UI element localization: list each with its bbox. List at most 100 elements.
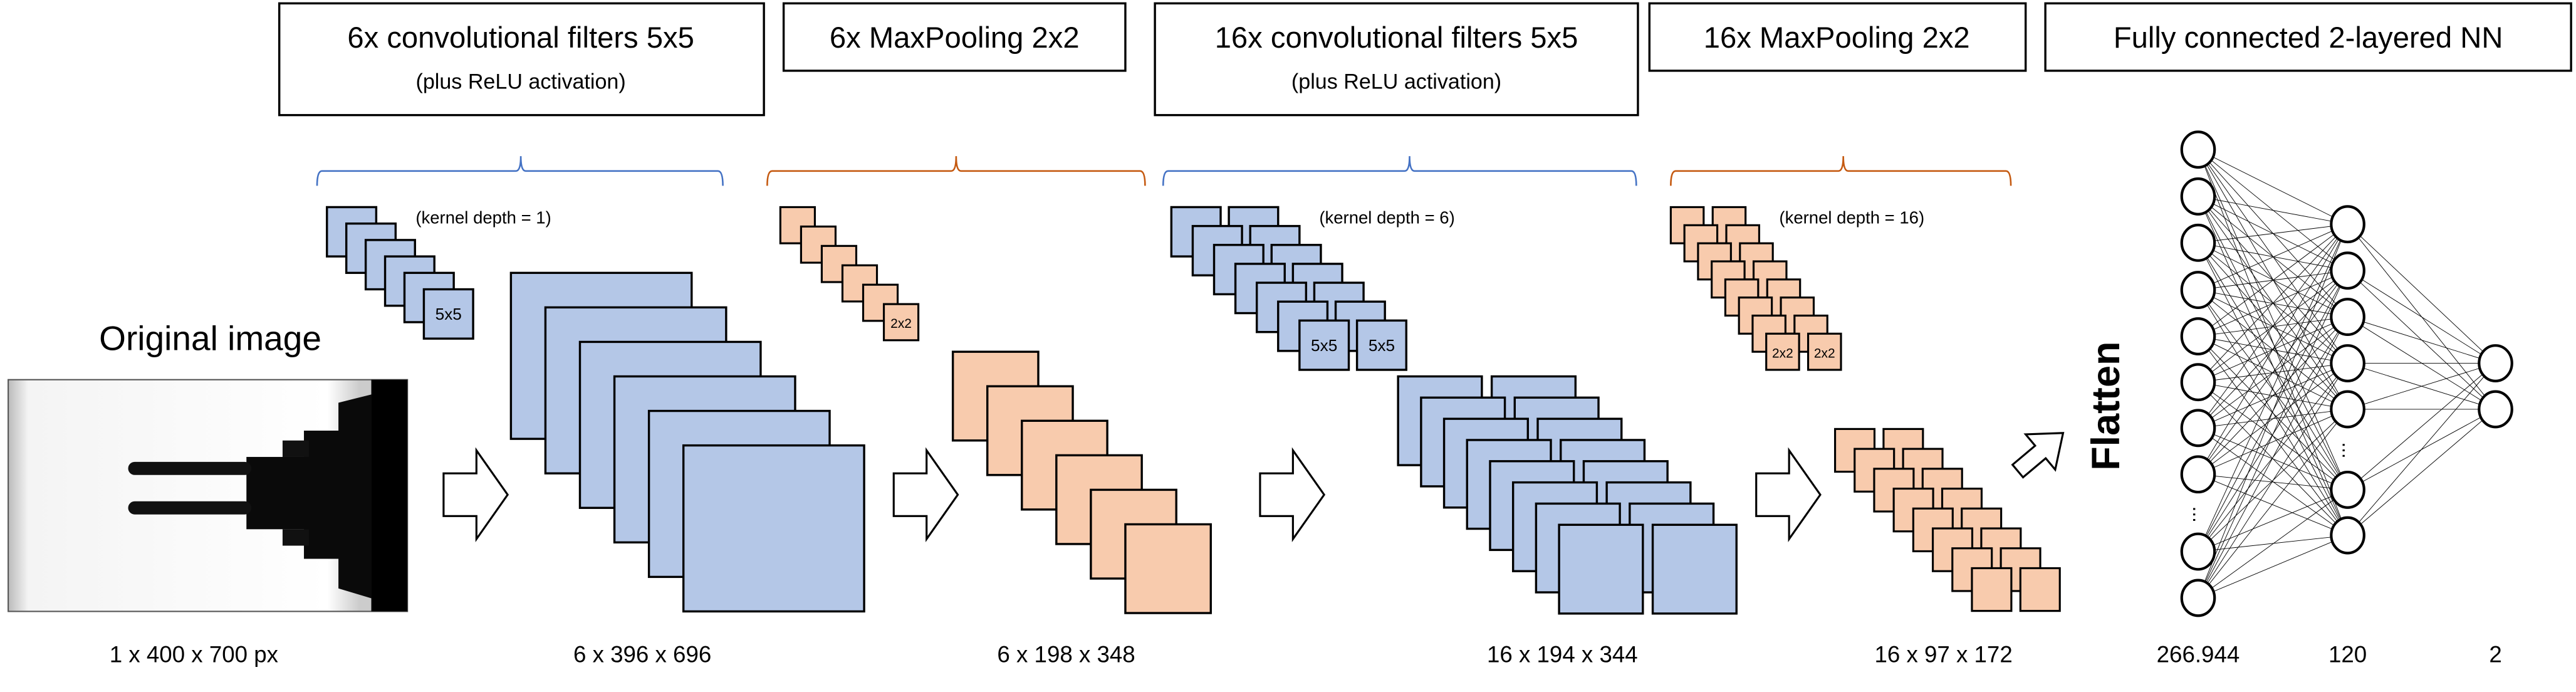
nn-hidden-neuron: [2330, 205, 2365, 244]
pool2-feature-map: [2019, 567, 2061, 612]
nn-input-neuron: [2180, 130, 2216, 169]
header-pool2: 16x MaxPooling 2x2: [1648, 2, 2027, 72]
brace-conv1: [316, 156, 724, 186]
arrow-right-icon: [892, 447, 959, 543]
nn-input-neuron: [2180, 317, 2216, 355]
nn-connection: [2198, 363, 2348, 599]
nn-hidden-neuron: [2330, 298, 2365, 337]
arrow-right-icon: [1755, 447, 1822, 543]
nn-connection: [2198, 243, 2348, 490]
pool1-feature-maps: [951, 350, 1212, 614]
input-dims: 1 x 400 x 700 px: [110, 642, 278, 668]
nn-connection: [2198, 224, 2348, 552]
conv1-kernels: 5x5: [326, 206, 474, 340]
nn-connection: [2198, 317, 2348, 475]
arrow-right-icon: [1259, 447, 1326, 543]
conv2-feature-maps: [1397, 375, 1738, 615]
nn-input-neuron: [2180, 455, 2216, 494]
conv1-dims: 6 x 396 x 696: [573, 642, 711, 668]
header-pool2-title: 16x MaxPooling 2x2: [1704, 21, 1970, 55]
nn-hidden-neuron: [2330, 251, 2365, 290]
nn-connection: [2198, 224, 2348, 599]
original-image-label: Original image: [99, 319, 321, 358]
conv2-feature-map: [1651, 523, 1738, 615]
header-conv2-title: 16x convolutional filters 5x5: [1215, 21, 1578, 55]
nn-connection: [2198, 336, 2348, 490]
nn-layer1-size: 266.944: [2157, 642, 2240, 668]
nn-hidden-neuron: [2330, 344, 2365, 382]
conv2-kernel-label: 5x5: [1369, 336, 1395, 355]
pool2-feature-map: [1971, 567, 2013, 612]
original-image: [8, 379, 409, 612]
nn-connection: [2198, 224, 2348, 474]
nn-connection: [2347, 363, 2496, 536]
pool2-kernel: [1765, 332, 1800, 371]
nn-connection: [2198, 196, 2348, 490]
header-fc-title: Fully connected 2-layered NN: [2114, 21, 2503, 55]
nn-connection: [2347, 409, 2496, 536]
brace-conv2: [1162, 156, 1637, 186]
nn-connection: [2198, 224, 2348, 291]
nn-input-neuron: [2180, 579, 2216, 617]
nn-input-neuron: [2180, 532, 2216, 571]
nn-connection: [2198, 149, 2348, 536]
header-fc: Fully connected 2-layered NN: [2044, 2, 2572, 72]
nn-connection: [2198, 382, 2348, 490]
nn-connection: [2198, 489, 2348, 552]
conv2-kernel-note: (kernel depth = 6): [1319, 208, 1454, 228]
nn-connection: [2347, 224, 2496, 364]
nn-connection: [2198, 409, 2348, 475]
pool2-kernel-label: 2x2: [1814, 346, 1835, 360]
header-conv1-title: 6x convolutional filters 5x5: [347, 21, 694, 55]
arrow-diagonal-icon: [2011, 432, 2065, 479]
nn-connection: [2347, 363, 2496, 410]
header-pool1-title: 6x MaxPooling 2x2: [830, 21, 1080, 55]
nn-connection: [2198, 270, 2348, 599]
nn-output-neuron: [2478, 344, 2513, 382]
nn-layer1-ellipsis: ...: [2189, 506, 2211, 523]
pool1-feature-map: [1124, 523, 1212, 614]
nn-connection: [2198, 290, 2348, 490]
nn-connection: [2198, 535, 2348, 599]
nn-connection: [2198, 224, 2348, 337]
header-pool1: 6x MaxPooling 2x2: [782, 2, 1127, 72]
nn-connection: [2198, 196, 2348, 225]
pool2-dims: 16 x 97 x 172: [1874, 642, 2012, 668]
nn-connection: [2198, 409, 2348, 599]
nn-connection: [2198, 474, 2348, 490]
pool1-kernels: 2x2: [779, 206, 920, 342]
nn-connection: [2198, 270, 2348, 475]
nn-connection: [2198, 490, 2348, 599]
nn-connection: [2198, 317, 2348, 599]
nn-connection: [2347, 363, 2496, 490]
flatten-label: Flatten: [2084, 342, 2128, 471]
nn-input-neuron: [2180, 223, 2216, 262]
conv1-kernel-label: 5x5: [435, 305, 462, 323]
header-conv2-subtitle: (plus ReLU activation): [1291, 70, 1501, 94]
nn-output-neuron: [2478, 390, 2513, 429]
pool1-kernel: [882, 303, 920, 342]
pool2-kernel: [1807, 332, 1842, 371]
conv1-kernel: [422, 288, 474, 340]
nn-layer2-ellipsis: ...: [2339, 442, 2360, 458]
nn-connection: [2198, 363, 2348, 475]
nn-connection: [2198, 474, 2348, 536]
nn-input-neuron: [2180, 363, 2216, 402]
conv2-kernel: [1355, 319, 1407, 371]
brace-pool2: [1670, 156, 2012, 186]
nn-layer2-size: 120: [2328, 642, 2367, 668]
nn-connection: [2347, 270, 2496, 364]
nn-hidden-neuron: [2330, 470, 2365, 509]
pool1-kernel: [779, 206, 816, 244]
header-conv1: 6x convolutional filters 5x5 (plus ReLU …: [278, 2, 765, 117]
header-conv1-subtitle: (plus ReLU activation): [415, 70, 625, 94]
header-conv2: 16x convolutional filters 5x5 (plus ReLU…: [1154, 2, 1639, 117]
nn-connection: [2198, 535, 2348, 552]
nn-connection: [2198, 243, 2348, 536]
nn-input-neuron: [2180, 271, 2216, 310]
pool2-feature-maps: [1833, 427, 2061, 612]
nn-connection: [2198, 427, 2348, 536]
nn-connection: [2198, 224, 2348, 243]
